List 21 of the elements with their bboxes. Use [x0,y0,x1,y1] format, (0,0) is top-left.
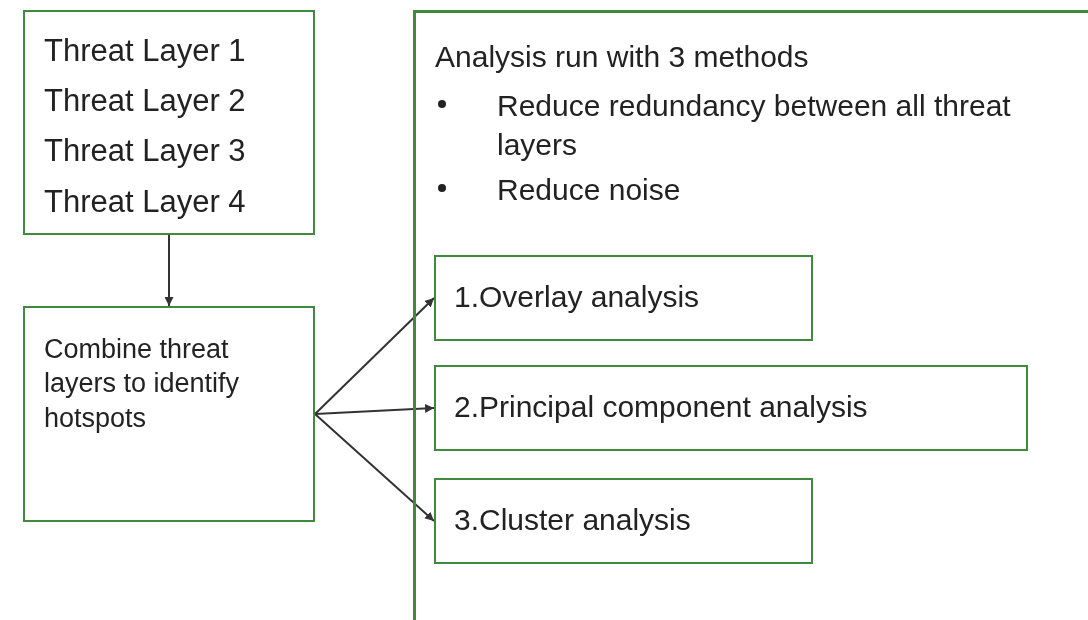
bullet-text: Reduce redundancy between all threat layers [497,89,1011,162]
arrow [314,297,435,415]
method-box [434,255,813,341]
arrow [314,413,435,522]
arrow [314,403,435,415]
box-text: Combine threat layers to identify hotspots [44,333,241,435]
method-box [434,478,813,564]
arrow [164,234,174,307]
analysis-panel [413,10,1088,620]
box-text: Threat Layer 4 [44,182,247,221]
box-text: 2.Principal component analysis [454,389,869,425]
process-box [23,306,315,522]
method-box [434,365,1028,451]
threat-layers-box [23,10,315,235]
box-text: Threat Layer 2 [44,82,247,121]
box-text: Threat Layer 1 [44,32,247,70]
box-text: 1.Overlay analysis [454,279,701,315]
box-text: Threat Layer 3 [44,132,247,171]
box-text: 3.Cluster analysis [454,502,692,538]
panel-heading: Analysis run with 3 methods [435,39,810,75]
bullet-text: Reduce noise [497,173,681,207]
